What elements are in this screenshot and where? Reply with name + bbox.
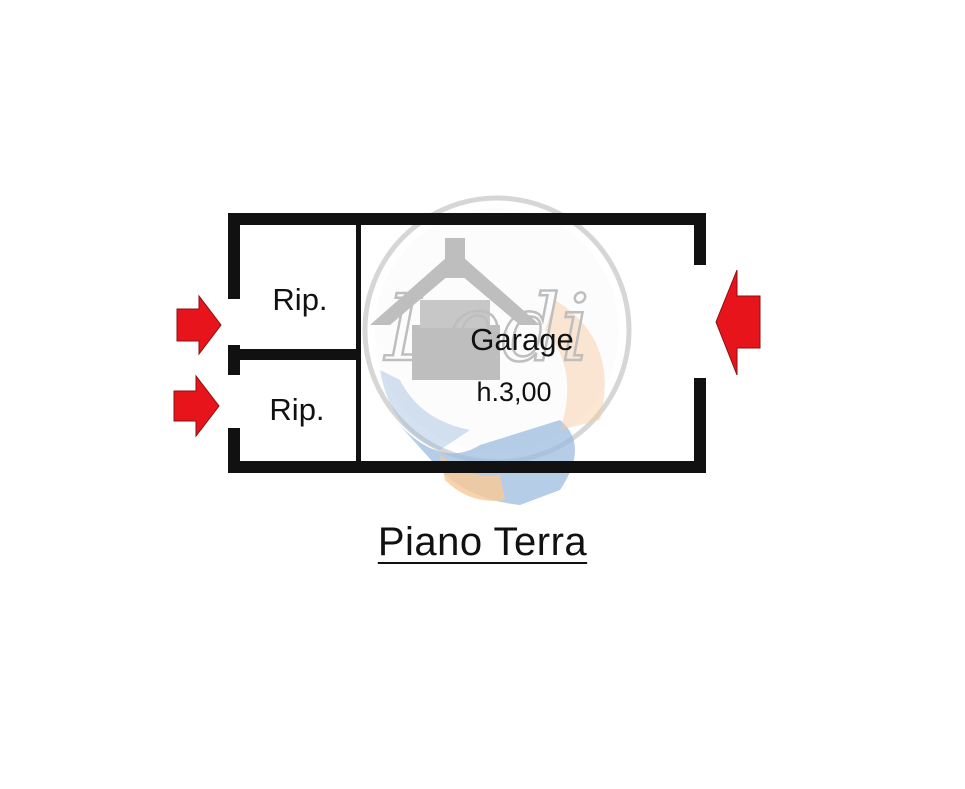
arrow-left-icon <box>715 269 761 376</box>
wall-left-1 <box>228 213 240 299</box>
entrance-arrow-rip-upper <box>176 294 222 356</box>
wall-bottom <box>228 461 706 473</box>
wall-left-2 <box>228 345 240 375</box>
wall-right-1 <box>694 213 706 265</box>
entrance-arrow-rip-lower <box>173 374 220 438</box>
arrow-right-icon <box>176 294 222 356</box>
room-height-garage: h.3,00 <box>476 377 551 407</box>
floor-caption: Piano Terra <box>377 520 588 564</box>
room-label-rip-upper: Rip. <box>272 282 327 317</box>
house-icon <box>370 238 540 380</box>
walls <box>228 213 706 473</box>
wall-partition-horizontal <box>240 349 356 360</box>
entrance-arrow-garage <box>715 269 761 376</box>
wall-top <box>228 213 706 225</box>
wall-partition-vertical <box>356 225 361 461</box>
watermark-logo: Lodi <box>362 195 632 505</box>
watermark-text: Lodi <box>383 275 590 382</box>
wall-right-2 <box>694 378 706 473</box>
arrow-right-icon <box>173 374 220 438</box>
room-label-rip-lower: Rip. <box>269 392 324 427</box>
wall-left-3 <box>228 428 240 473</box>
room-label-garage: Garage <box>470 322 573 357</box>
